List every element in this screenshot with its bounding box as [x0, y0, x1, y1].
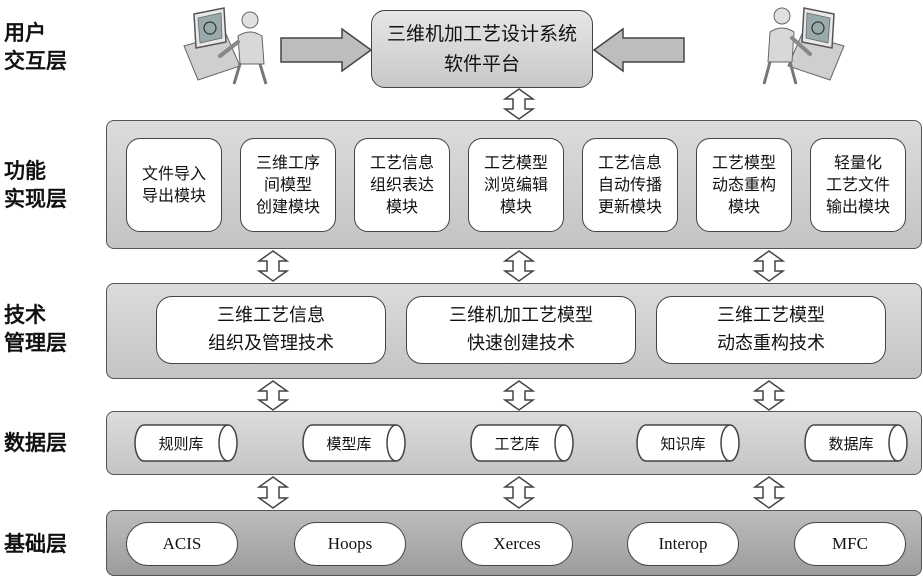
function-module-dynamic-reconstruct: 工艺模型 动态重构 模块: [696, 138, 792, 232]
database-label: 数据库: [828, 434, 874, 453]
tech-module-dynamic-reconstruct: 三维工艺模型 动态重构技术: [656, 296, 886, 364]
double-arrow-icon: [256, 476, 290, 509]
user-at-computer-icon: [183, 7, 268, 85]
layer-label-base: 基础层: [4, 532, 67, 556]
database-knowledge: 知识库: [636, 424, 740, 462]
double-arrow-icon: [502, 250, 536, 282]
base-component-xerces: Xerces: [461, 522, 573, 566]
database-process: 工艺库: [470, 424, 574, 462]
function-module-info-propagation: 工艺信息 自动传播 更新模块: [582, 138, 678, 232]
database-data: 数据库: [804, 424, 908, 462]
platform-subtitle: 软件平台: [443, 53, 520, 75]
double-arrow-icon: [256, 380, 290, 411]
arrow-right-icon: [280, 27, 373, 73]
layer-label-tech: 技术 管理层: [4, 303, 67, 355]
function-module-info-organization: 工艺信息 组织表达 模块: [354, 138, 450, 232]
platform-title: 三维机加工艺设计系统: [386, 23, 577, 45]
base-component-hoops: Hoops: [294, 522, 406, 566]
layer-label-user: 用户 交互层: [4, 21, 67, 73]
function-module-lightweight-output: 轻量化 工艺文件 输出模块: [810, 138, 906, 232]
software-platform-box: 三维机加工艺设计系统 软件平台: [371, 10, 593, 88]
base-component-acis: ACIS: [126, 522, 238, 566]
arrow-left-icon: [592, 27, 685, 73]
database-label: 知识库: [660, 434, 706, 453]
database-label: 规则库: [158, 434, 204, 453]
database-label: 工艺库: [494, 434, 540, 453]
layer-label-data: 数据层: [4, 431, 67, 455]
user-at-computer-icon: [762, 7, 845, 85]
tech-module-info-management: 三维工艺信息 组织及管理技术: [156, 296, 386, 364]
double-arrow-icon: [502, 476, 536, 509]
double-arrow-icon: [256, 250, 290, 282]
function-module-model-browse-edit: 工艺模型 浏览编辑 模块: [468, 138, 564, 232]
base-component-mfc: MFC: [794, 522, 906, 566]
double-arrow-icon: [752, 250, 786, 282]
tech-module-rapid-creation: 三维机加工艺模型 快速创建技术: [406, 296, 636, 364]
function-module-interprocess-model: 三维工序 间模型 创建模块: [240, 138, 336, 232]
database-models: 模型库: [302, 424, 406, 462]
double-arrow-icon: [752, 380, 786, 411]
layer-label-function: 功能 实现层: [4, 159, 67, 211]
base-component-interop: Interop: [627, 522, 739, 566]
function-module-file-io: 文件导入 导出模块: [126, 138, 222, 232]
database-rules: 规则库: [134, 424, 238, 462]
double-arrow-icon: [502, 380, 536, 411]
database-label: 模型库: [326, 434, 372, 453]
double-arrow-icon: [502, 88, 536, 120]
double-arrow-icon: [752, 476, 786, 509]
